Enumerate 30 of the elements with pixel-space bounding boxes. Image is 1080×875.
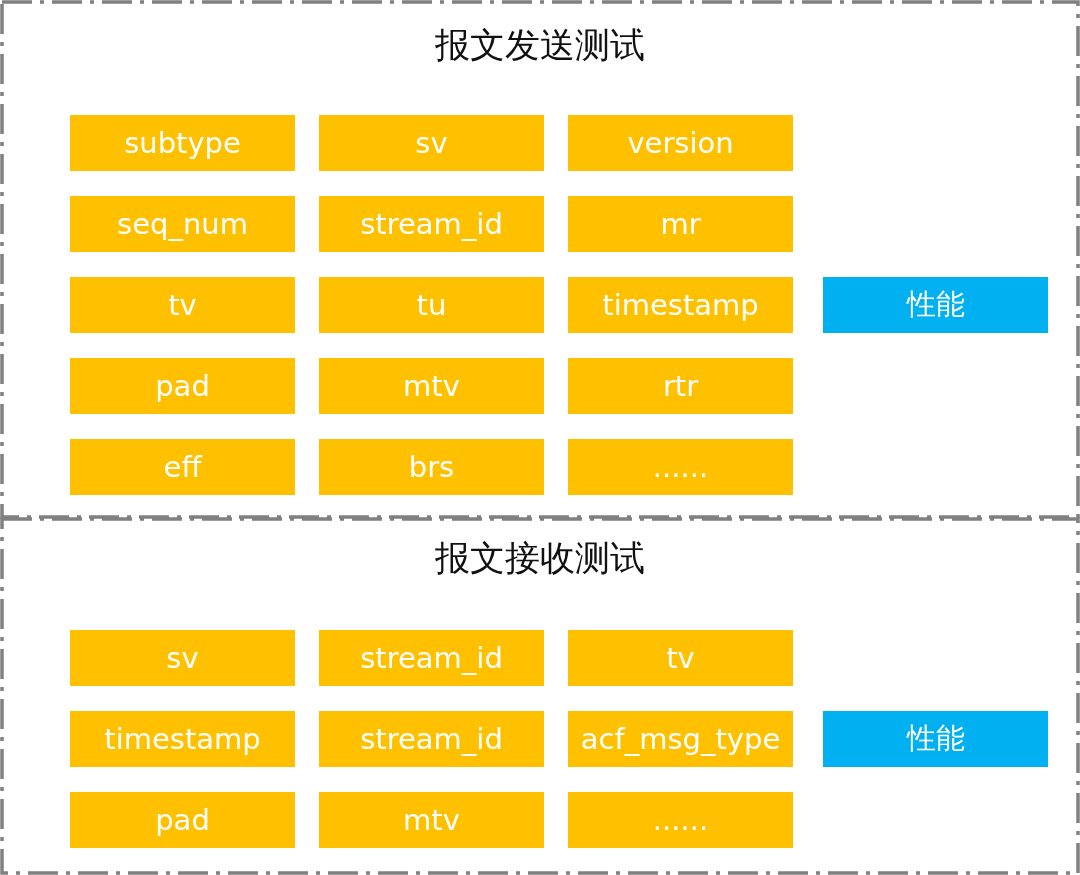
field-box: tv — [568, 630, 793, 686]
panel-title: 报文发送测试 — [435, 24, 645, 67]
field-box: pad — [70, 792, 295, 848]
field-box: rtr — [568, 358, 793, 414]
field-box: subtype — [70, 115, 295, 171]
field-box: mr — [568, 196, 793, 252]
field-box: stream_id — [319, 196, 544, 252]
field-box: mtv — [319, 792, 544, 848]
field-box: sv — [70, 630, 295, 686]
field-box: timestamp — [70, 711, 295, 767]
field-box: acf_msg_type — [568, 711, 793, 767]
panel-frame — [0, 517, 1080, 875]
panel-frame — [0, 0, 1080, 519]
field-box: seq_num — [70, 196, 295, 252]
field-box: pad — [70, 358, 295, 414]
panel-title: 报文接收测试 — [435, 537, 645, 580]
field-box: version — [568, 115, 793, 171]
category-box: 性能 — [823, 711, 1048, 767]
field-box: mtv — [319, 358, 544, 414]
field-box: stream_id — [319, 711, 544, 767]
field-box: stream_id — [319, 630, 544, 686]
category-box: 性能 — [823, 277, 1048, 333]
field-box: tv — [70, 277, 295, 333]
field-box: sv — [319, 115, 544, 171]
field-box: ...... — [568, 792, 793, 848]
field-box: eff — [70, 439, 295, 495]
field-box: timestamp — [568, 277, 793, 333]
field-box: ...... — [568, 439, 793, 495]
field-box: tu — [319, 277, 544, 333]
field-box: brs — [319, 439, 544, 495]
